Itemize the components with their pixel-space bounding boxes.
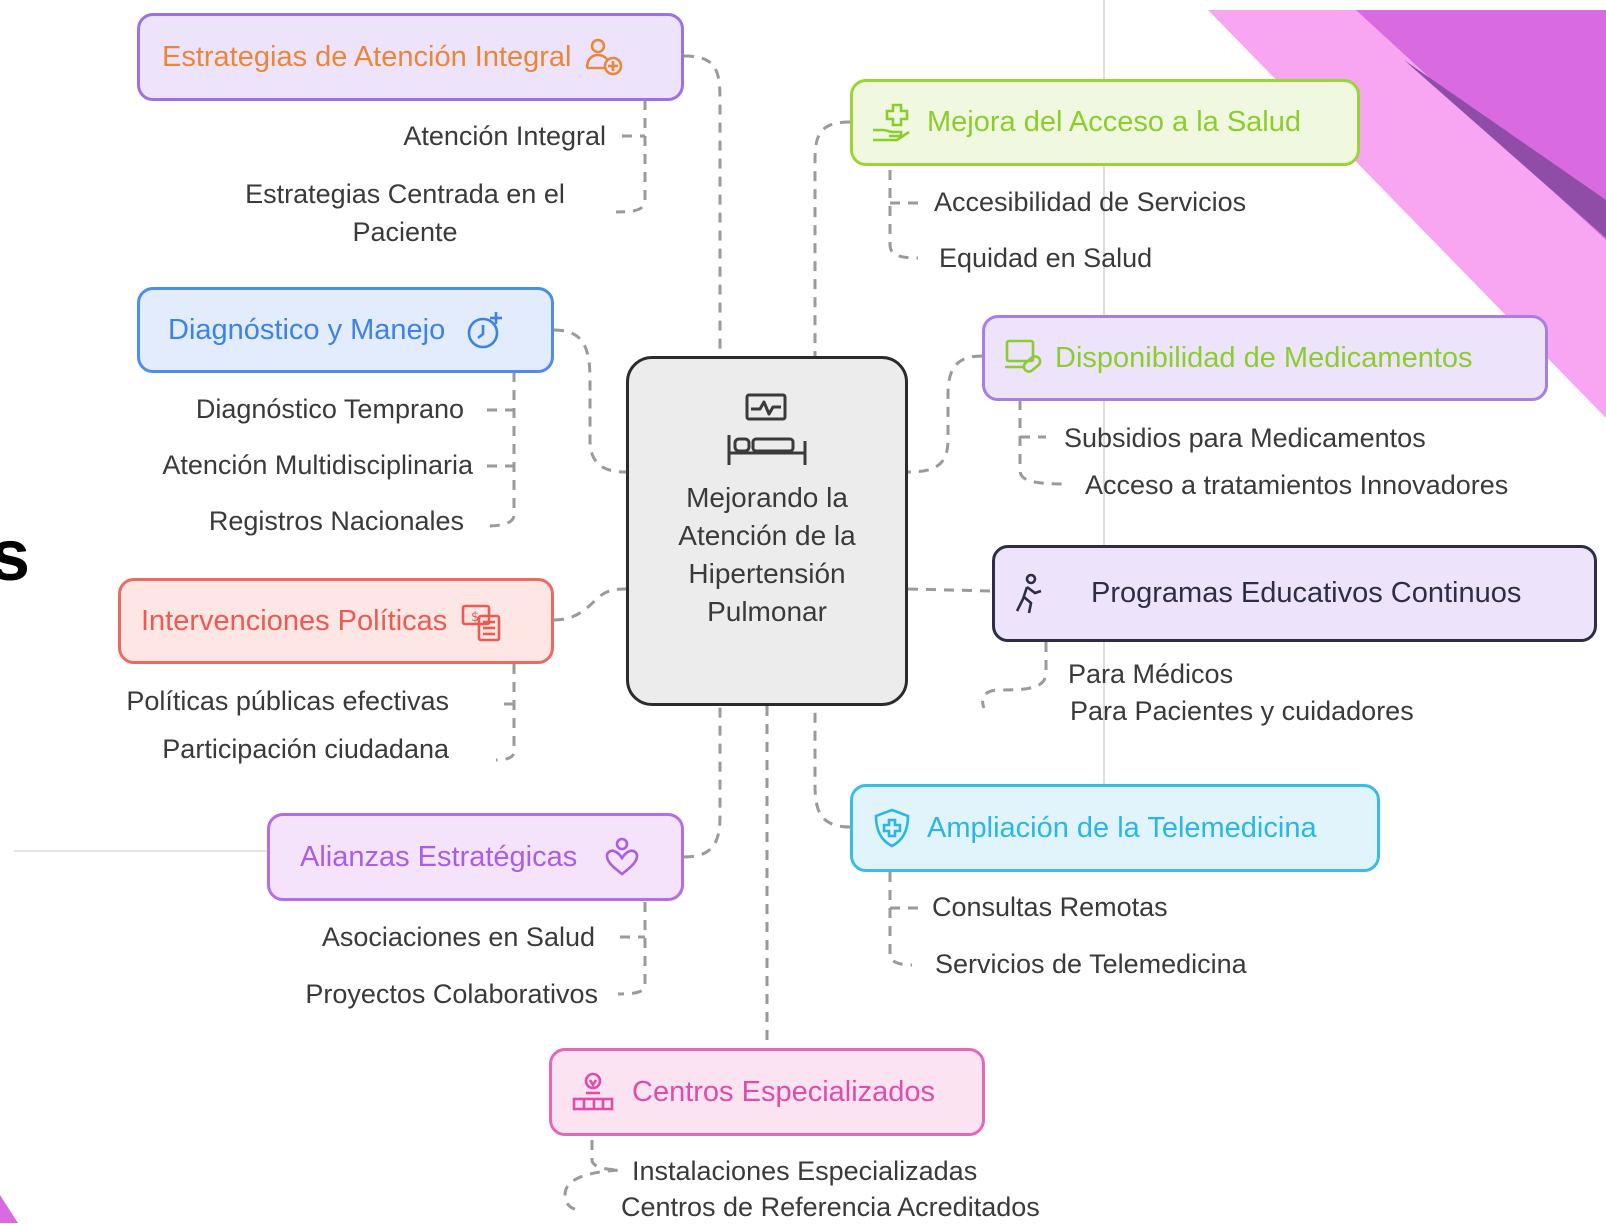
estrategias-item-1: Atención Integral (403, 121, 606, 151)
centros-item-1: Instalaciones Especializadas (632, 1156, 978, 1186)
person-plus-icon (583, 36, 625, 78)
branch-programas: Programas Educativos Continuos (992, 545, 1597, 642)
diagnostico-item-1: Diagnóstico Temprano (195, 394, 464, 424)
programas-item-2: Para Pacientes y cuidadores (1070, 696, 1414, 726)
telemedicina-item-1: Consultas Remotas (932, 892, 1168, 922)
branch-telemedicina: Ampliación de la Telemedicina (850, 784, 1380, 872)
branch-programas-title: Programas Educativos Continuos (1091, 577, 1522, 609)
telemedicina-item-2: Servicios de Telemedicina (935, 949, 1247, 979)
alianzas-item-1: Asociaciones en Salud (321, 922, 595, 952)
branch-acceso: Mejora del Acceso a la Salud (850, 79, 1360, 166)
branch-alianzas-title: Alianzas Estratégicas (300, 840, 578, 873)
intervenciones-item-1: Políticas públicas efectivas (126, 686, 449, 716)
acceso-item-2: Equidad en Salud (939, 243, 1153, 273)
centros-item-2: Centros de Referencia Acreditados (621, 1192, 1040, 1222)
branch-centros: Centros Especializados (549, 1048, 985, 1136)
estrategias-item-2: Estrategias Centrada en el Paciente (245, 179, 565, 247)
decor-corner-triangle (0, 1195, 18, 1223)
decor-dark-triangle (1404, 60, 1606, 238)
people-heart-icon (601, 836, 643, 878)
branch-intervenciones: Intervenciones Políticas $ (118, 578, 554, 664)
programas-item-1: Para Médicos (1068, 659, 1234, 689)
person-walking-icon (1009, 573, 1051, 615)
stopwatch-plus-icon (463, 309, 505, 351)
shield-cross-icon (871, 807, 913, 849)
branch-estrategias-title: Estrategias de Atención Integral (162, 40, 572, 73)
diagnostico-item-3: Registros Nacionales (208, 506, 464, 536)
award-podium-icon (572, 1071, 614, 1113)
alianzas-item-2: Proyectos Colaborativos (305, 979, 598, 1009)
acceso-item-1: Accesibilidad de Servicios (934, 187, 1247, 217)
branch-acceso-title: Mejora del Acceso a la Salud (927, 106, 1301, 138)
branch-diagnostico-title: Diagnóstico y Manejo (168, 313, 446, 346)
branch-telemedicina-title: Ampliación de la Telemedicina (927, 811, 1317, 844)
diagnostico-item-2: Atención Multidisciplinaria (162, 450, 473, 480)
center-node: Mejorando la Atención de la Hipertensión… (626, 356, 908, 706)
branch-medicamentos: Disponibilidad de Medicamentos (982, 315, 1548, 401)
branch-medicamentos-title: Disponibilidad de Medicamentos (1055, 341, 1473, 374)
branch-intervenciones-title: Intervenciones Políticas (141, 604, 448, 637)
hand-medical-cross-icon (871, 102, 913, 144)
edge-glyph: s (0, 516, 31, 596)
branch-diagnostico: Diagnóstico y Manejo (137, 287, 554, 373)
money-calculator-icon: $ (461, 600, 503, 642)
svg-text:$: $ (471, 610, 479, 625)
branch-estrategias: Estrategias de Atención Integral (137, 13, 684, 101)
branch-centros-title: Centros Especializados (632, 1075, 936, 1108)
branch-alianzas: Alianzas Estratégicas (267, 813, 684, 901)
center-title: Mejorando la Atención de la Hipertensión… (678, 482, 856, 627)
medicamentos-item-1: Subsidios para Medicamentos (1064, 423, 1426, 453)
intervenciones-item-2: Participación ciudadana (162, 734, 449, 764)
laptop-pill-icon (1003, 337, 1045, 379)
hospital-bed-monitor-icon (727, 389, 807, 469)
medicamentos-item-2: Acceso a tratamientos Innovadores (1085, 470, 1509, 500)
